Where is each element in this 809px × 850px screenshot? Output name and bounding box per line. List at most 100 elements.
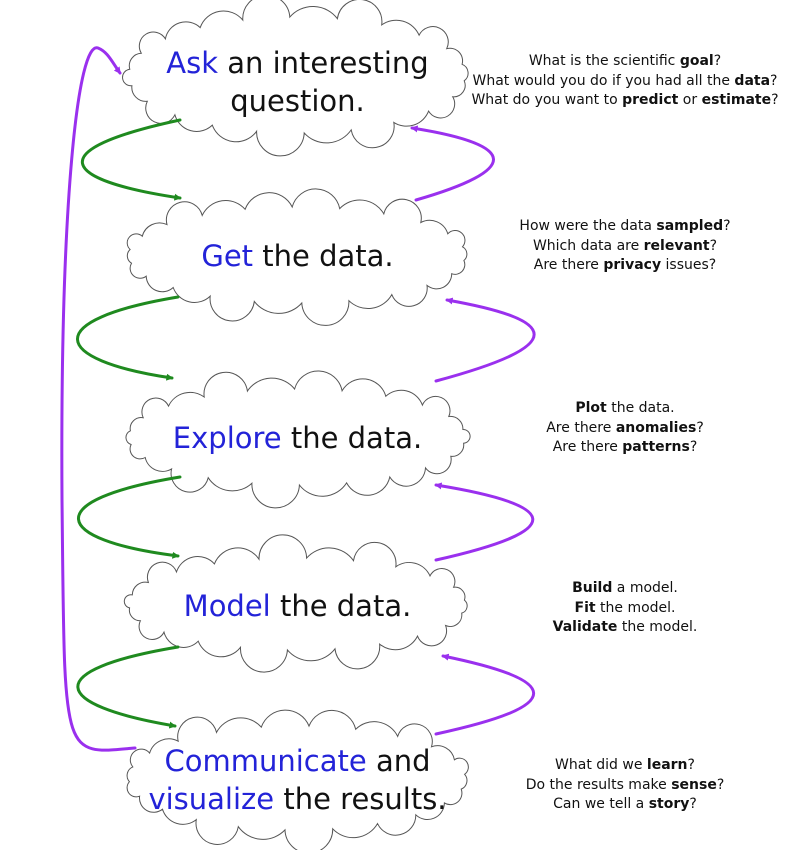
cloud-model (123, 534, 468, 673)
note-text: the data. (606, 400, 675, 416)
title-keyword: visualize (148, 782, 275, 816)
note-text: ? (696, 419, 704, 436)
forward-arrow-get-to-explore (76, 295, 180, 381)
title-line: Ask an interesting (120, 44, 475, 82)
note-text: the model. (617, 619, 698, 635)
back-arrow-model-to-explore (434, 482, 535, 562)
title-keyword: Communicate (164, 744, 367, 778)
cloud-get (126, 188, 468, 326)
note-line: Can we tell a story? (455, 795, 795, 815)
back-arrow-explore-to-get (434, 297, 536, 383)
note-text: the model. (595, 599, 676, 616)
step-get-notes: How were the data sampled?Which data are… (455, 217, 795, 276)
clouds-layer (122, 0, 471, 850)
note-line: Do the results make sense? (455, 776, 795, 796)
note-line: Build a model. (455, 579, 795, 599)
note-text: What do you want to (471, 92, 623, 108)
note-text: ? (689, 439, 698, 455)
title-text: the data. (253, 239, 394, 273)
note-emphasis: sampled (656, 218, 724, 234)
note-line: What did we learn? (455, 756, 795, 776)
note-emphasis: goal (679, 53, 714, 69)
note-emphasis: estimate (701, 92, 772, 108)
note-text: a model. (612, 580, 678, 596)
note-emphasis: Validate (552, 619, 618, 635)
title-line: Communicate and (120, 742, 475, 780)
note-text: or (678, 92, 702, 108)
title-text: the data. (270, 589, 412, 623)
cloud-ask (122, 0, 469, 157)
title-line: Model the data. (120, 587, 475, 625)
title-keyword: Explore (172, 421, 282, 455)
note-line: Validate the model. (455, 618, 795, 638)
note-emphasis: learn (646, 757, 688, 773)
title-text: an interesting (218, 46, 429, 80)
title-keyword: Model (183, 589, 271, 623)
note-emphasis: patterns (622, 439, 690, 455)
note-text: ? (770, 72, 778, 89)
note-text: ? (713, 53, 722, 69)
note-line: Are there patterns? (455, 438, 795, 458)
note-text: Are there (533, 257, 604, 273)
step-ask-notes: What is the scientific goal?What would y… (455, 52, 795, 111)
note-emphasis: privacy (603, 257, 662, 273)
note-text: What would you do if you had all the (472, 72, 735, 89)
note-text: Can we tell a (553, 796, 649, 812)
arrows-layer (60, 46, 536, 752)
title-text: and (366, 744, 431, 778)
step-model-notes: Build a model.Fit the model.Validate the… (455, 579, 795, 638)
note-line: Plot the data. (455, 399, 795, 419)
note-text: ? (709, 237, 718, 254)
step-model-title: Model the data. (120, 587, 475, 625)
note-emphasis: Fit (574, 599, 596, 616)
step-communicate-notes: What did we learn?Do the results make se… (455, 756, 795, 815)
note-emphasis: data (734, 72, 771, 89)
title-text: the data. (281, 421, 423, 455)
note-text: How were the data (519, 218, 657, 234)
loop-arrow-communicate-to-ask (60, 46, 137, 752)
title-keyword: Ask (166, 46, 219, 80)
note-emphasis: Build (572, 580, 613, 596)
title-keyword: Get (201, 239, 254, 273)
back-arrow-communicate-to-model (434, 653, 535, 736)
note-text: What did we (555, 757, 647, 773)
note-emphasis: predict (622, 92, 679, 108)
title-line: Get the data. (120, 237, 475, 275)
note-line: What do you want to predict or estimate? (455, 91, 795, 111)
back-arrow-get-to-ask (410, 125, 495, 202)
note-text: Are there (546, 419, 616, 436)
step-explore-notes: Plot the data.Are there anomalies?Are th… (455, 399, 795, 458)
cloud-explore (125, 370, 471, 509)
note-line: How were the data sampled? (455, 217, 795, 237)
title-line: question. (120, 82, 475, 120)
forward-arrow-model-to-communicate (76, 645, 180, 729)
title-line: Explore the data. (120, 419, 475, 457)
step-get-title: Get the data. (120, 237, 475, 275)
note-text: Do the results make (525, 776, 672, 793)
title-text: the results. (274, 782, 447, 816)
note-text: What is the scientific (528, 53, 680, 69)
forward-arrow-explore-to-model (77, 475, 182, 559)
note-emphasis: relevant (643, 237, 710, 254)
note-text: ? (687, 757, 695, 773)
forward-arrow-ask-to-get (81, 118, 182, 201)
note-emphasis: sense (671, 776, 717, 793)
note-line: Fit the model. (455, 599, 795, 619)
note-line: Are there privacy issues? (455, 256, 795, 276)
note-emphasis: Plot (575, 400, 607, 416)
note-text: ? (716, 776, 725, 793)
cloud-communicate (126, 709, 469, 850)
title-text: question. (230, 84, 365, 118)
title-line: visualize the results. (120, 780, 475, 818)
note-text: issues? (661, 257, 717, 273)
note-line: What is the scientific goal? (455, 52, 795, 72)
note-line: Which data are relevant? (455, 237, 795, 257)
note-line: What would you do if you had all the dat… (455, 72, 795, 92)
note-text: Which data are (532, 237, 644, 254)
note-text: Are there (552, 439, 623, 455)
note-line: Are there anomalies? (455, 419, 795, 439)
